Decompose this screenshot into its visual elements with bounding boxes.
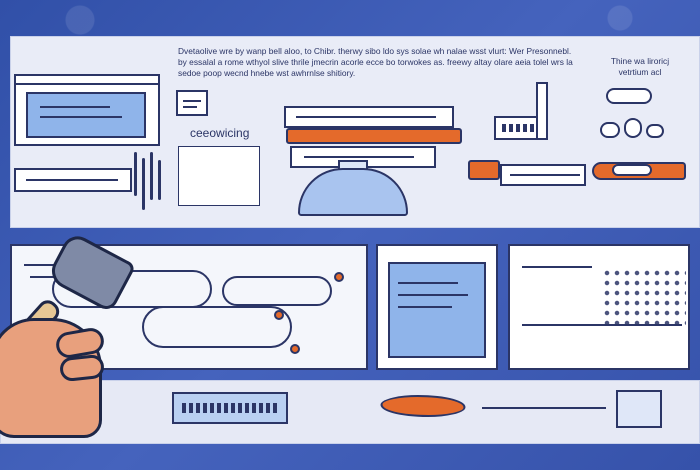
window-line <box>40 116 122 118</box>
map-line <box>30 276 60 278</box>
small-panel <box>494 116 542 140</box>
input-line <box>26 179 118 181</box>
cable-icon <box>150 152 153 200</box>
link-icon <box>600 122 620 138</box>
line <box>296 116 436 118</box>
line <box>398 306 452 308</box>
cable-icon <box>142 158 145 210</box>
window-screen <box>388 262 486 358</box>
vertical-pillar <box>536 82 548 140</box>
middle-window <box>376 244 498 370</box>
chip-bars <box>182 403 278 413</box>
line <box>183 100 201 102</box>
cable-icon <box>158 160 161 200</box>
bottom-chip <box>172 392 288 424</box>
map-route <box>142 306 292 348</box>
cable-icon <box>134 152 137 196</box>
map-marker <box>290 344 300 354</box>
map-line <box>24 264 64 266</box>
top-bar-window <box>284 106 454 128</box>
grid-icon <box>602 268 686 330</box>
window-screen <box>26 92 146 138</box>
bottom-rule <box>482 407 606 409</box>
center-label: ceeowicing <box>190 126 250 140</box>
line <box>183 106 197 108</box>
line <box>522 266 592 268</box>
bottom-panel <box>0 380 700 444</box>
monitor-icon <box>298 168 408 216</box>
small-illustration-icon <box>616 390 662 428</box>
line <box>398 294 468 296</box>
intro-text: Dvetaolive wre by wanp bell aloo, to Chi… <box>178 46 573 78</box>
window-title-bar <box>16 76 158 85</box>
small-monitor-icon <box>176 90 208 116</box>
side-note: Thine wa liroricj vetrtium acl <box>610 56 670 77</box>
line <box>304 156 414 158</box>
map-route <box>222 276 332 306</box>
map-marker <box>274 310 284 320</box>
sketch-frame <box>178 146 260 206</box>
orange-bar <box>286 128 462 144</box>
line <box>398 282 458 284</box>
line <box>510 174 580 176</box>
right-input-box <box>500 164 586 186</box>
orange-tag: lollaud <box>606 88 652 104</box>
small-bars <box>502 124 536 132</box>
link-icon <box>646 124 664 138</box>
right-window <box>508 244 690 370</box>
arrow-inner <box>612 164 652 176</box>
left-input-box <box>14 168 132 192</box>
tag-label: lollaud <box>616 92 640 101</box>
orange-block <box>468 160 500 180</box>
link-icon <box>624 118 642 138</box>
map-marker <box>334 272 344 282</box>
left-browser-window <box>14 74 160 146</box>
window-line <box>40 106 110 108</box>
